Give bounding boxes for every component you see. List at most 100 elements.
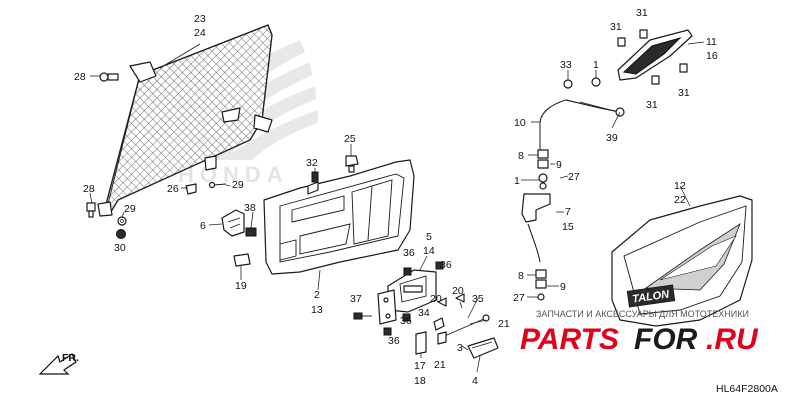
panel-badge-text: TALON [631,288,670,305]
bumper-19 [233,253,251,267]
callout-20-a: 20 [430,293,442,305]
callout-29-mid: 29 [232,179,244,191]
net-clip [221,107,241,123]
callout-21-right: 21 [498,318,510,330]
callout-24: 24 [194,27,206,39]
callout-29-left: 29 [124,203,136,215]
bolt-28-lower [86,202,96,218]
clip-31-a [617,37,626,47]
washer-1-lower [538,173,548,183]
callout-31-a: 31 [610,21,622,33]
callout-7: 7 [565,206,571,218]
door-panel-12: TALON [611,195,753,327]
callout-20-b: 20 [452,285,464,297]
callout-17: 17 [414,360,426,372]
callout-28-lower: 28 [83,183,95,195]
callout-36-c: 36 [400,315,412,327]
callout-15: 15 [562,221,574,233]
bolt-36-b [435,261,444,270]
callout-23: 23 [194,13,206,25]
callout-10: 10 [514,117,526,129]
bolt-37 [353,312,372,320]
bushing-9-upper [537,159,549,169]
bolt-36-a [403,267,412,276]
trim-piece-11 [617,29,693,81]
rivet-29 [208,181,227,189]
cargo-net [97,24,273,217]
washer-1-upper [591,77,601,87]
callout-9-upper: 9 [556,159,562,171]
clip-34 [433,317,445,331]
washer-29 [117,216,127,226]
callout-18: 18 [414,375,426,387]
clip-20-b [455,293,465,303]
clip-20-a [437,297,447,307]
callout-28-upper: 28 [74,71,86,83]
callout-35: 35 [472,293,484,305]
callout-1-lower: 1 [514,175,520,187]
callout-4: 4 [472,375,478,387]
callout-30: 30 [114,242,126,254]
callout-8-lower: 8 [518,270,524,282]
callout-34: 34 [418,307,430,319]
callout-32: 32 [306,157,318,169]
callout-6: 6 [200,220,206,232]
callout-5: 5 [426,231,432,243]
net-anchor-lower [97,201,113,217]
nut-30 [116,229,126,239]
clip-27-upper [539,182,547,190]
latch-plate [377,289,397,325]
net-bracket-upper [129,61,157,83]
watermark-brand-suffix: .RU [706,323,759,356]
callout-2: 2 [314,289,320,301]
bushing-8-lower [535,269,547,279]
callout-33: 33 [560,59,572,71]
callout-31-d: 31 [678,87,690,99]
net-hook [204,155,217,171]
callout-labels: 23 24 28 28 29 30 26 29 6 38 19 25 32 2 … [74,7,718,387]
callout-19: 19 [235,280,247,292]
callout-11: 11 [706,36,717,48]
bolt-39 [579,101,625,117]
outer-handle-3 [467,337,499,359]
callout-22: 22 [674,194,686,206]
bolt-36-d [383,327,392,336]
callout-14: 14 [423,245,435,257]
front-arrow-label: FR. [62,352,79,364]
bolt-33 [563,79,573,89]
watermark-tagline: ЗАПЧАСТИ И АКСЕССУАРЫ ДЛЯ МОТОТЕХНИКИ [536,309,749,319]
net-buckle [253,114,273,133]
callout-31-c: 31 [646,99,658,111]
clip-31-c [651,75,660,85]
callout-31-b: 31 [636,7,648,19]
callout-27-upper: 27 [568,171,580,183]
callout-38: 38 [244,202,256,214]
watermark: ЗАПЧАСТИ И АКСЕССУАРЫ ДЛЯ МОТОТЕХНИКИ PA… [520,309,759,356]
watermark-brand-for: FOR [634,323,698,356]
callout-36-b: 36 [440,259,452,271]
rod-end-21 [482,314,490,322]
rod-35 [439,317,487,339]
clip-27-lower [537,293,545,301]
handle-rod-10 [539,99,621,158]
handle-17 [415,331,427,355]
front-direction-arrow: FR. [38,352,79,375]
callout-39: 39 [606,132,618,144]
door-hinge-6 [221,209,245,237]
callout-26: 26 [167,183,179,195]
bolt-28-upper [99,72,119,82]
leader-lines [89,41,705,373]
callout-9-lower: 9 [560,281,566,293]
watermark-brand-parts: PARTS [520,323,619,356]
bracket-7 [521,193,551,263]
bolt-38 [245,227,257,237]
clip-21-b [437,331,447,345]
callout-37: 37 [350,293,362,305]
callout-36-a: 36 [403,247,415,259]
callout-25: 25 [344,133,356,145]
bushing-8-upper [537,149,549,159]
door-frame-2 [263,159,415,275]
callout-16: 16 [706,50,718,62]
callout-21-lower: 21 [434,359,446,371]
